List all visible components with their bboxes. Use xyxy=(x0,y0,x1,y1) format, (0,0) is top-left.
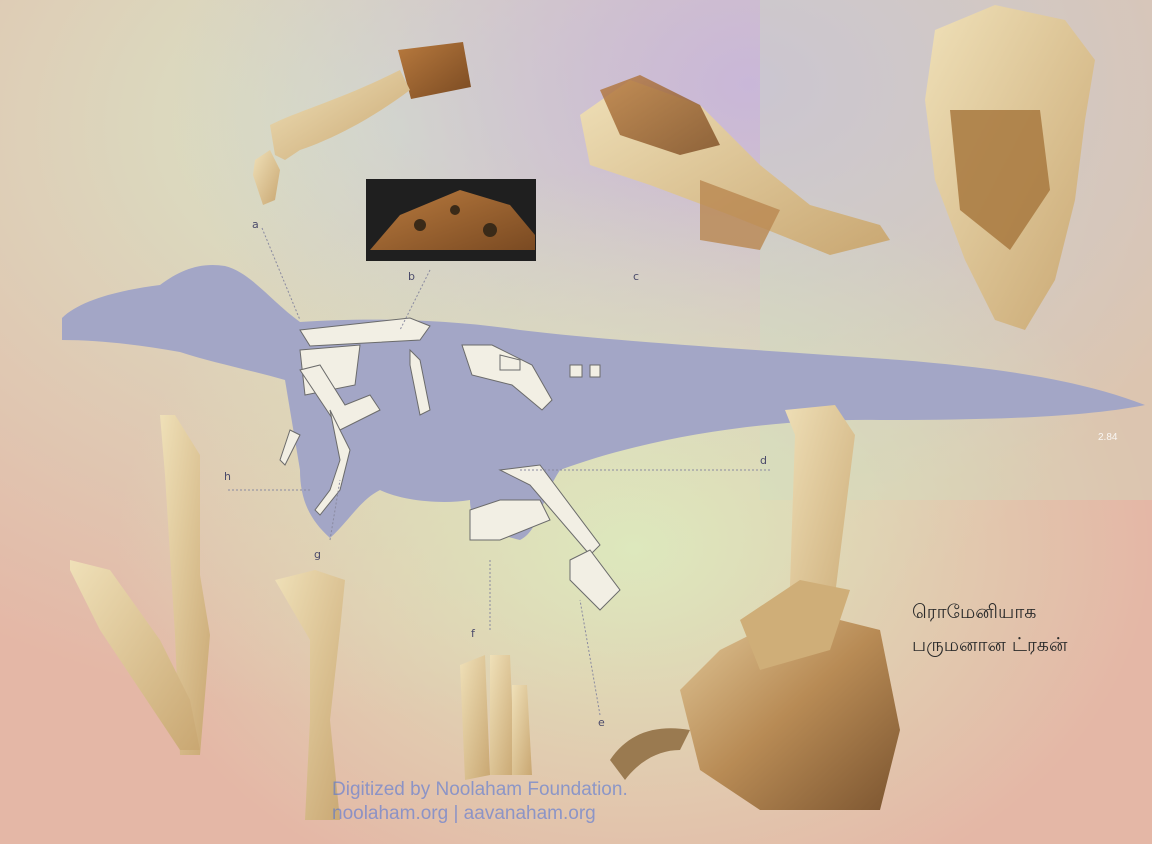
fossil-e xyxy=(610,728,690,780)
fossil-c xyxy=(580,75,890,255)
watermark-line-1: Digitized by Noolaham Foundation. xyxy=(332,779,628,800)
label-h: h xyxy=(224,470,231,483)
leader-lines xyxy=(228,227,770,716)
skeleton xyxy=(279,317,621,611)
label-b: b xyxy=(408,270,415,283)
fossil-g xyxy=(275,570,345,820)
label-g: g xyxy=(314,548,321,561)
caption-line-1: ரொமேனியாக xyxy=(912,601,1037,623)
label-f: f xyxy=(471,627,475,640)
caption: ரொமேனியாக பருமனான ட்ரகன் xyxy=(912,596,1067,662)
fossil-d xyxy=(680,405,900,810)
fossil-a xyxy=(253,42,471,205)
watermark: Digitized by Noolaham Foundation. noolah… xyxy=(332,778,628,826)
label-a: a xyxy=(252,218,259,231)
fossil-f xyxy=(460,655,532,780)
label-e: e xyxy=(598,716,605,729)
page-code: 2.84 xyxy=(1098,432,1118,443)
fossil-pelvis xyxy=(925,5,1095,330)
label-c: c xyxy=(633,270,640,283)
fossil-b xyxy=(366,179,536,261)
caption-line-2: பருமனான ட்ரகன் xyxy=(912,634,1068,656)
fossil-h xyxy=(70,415,210,755)
label-d: d xyxy=(760,454,767,467)
watermark-line-2[interactable]: noolaham.org | aavanaham.org xyxy=(332,803,596,824)
